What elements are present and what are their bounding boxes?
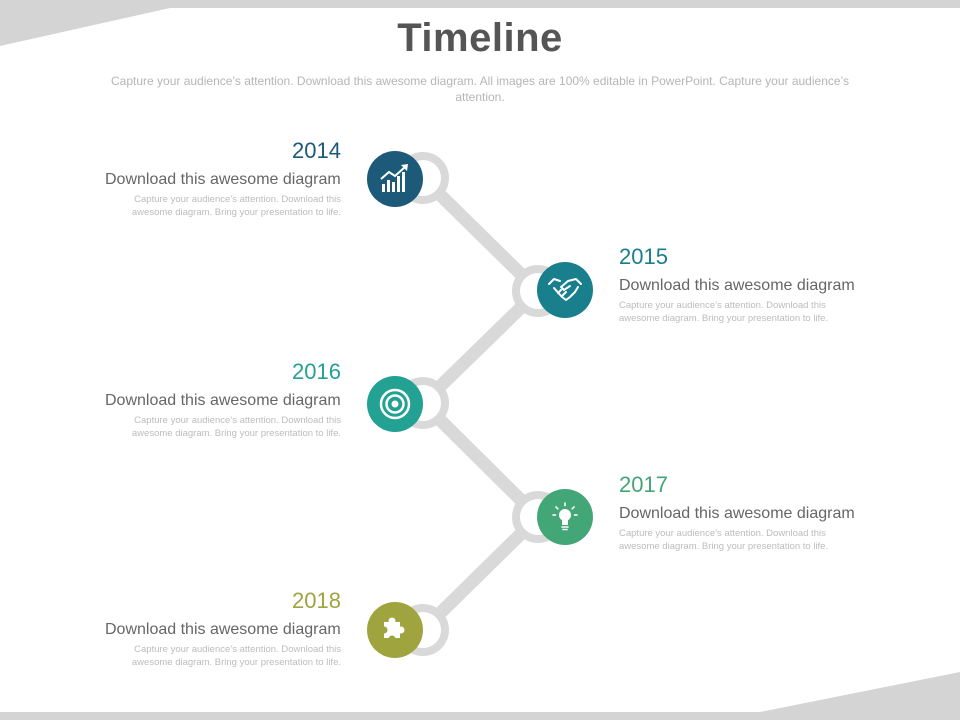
milestone-year: 2018	[292, 588, 341, 613]
milestone-year: 2015	[619, 244, 668, 269]
node-circle-2014	[367, 151, 423, 207]
milestone-body: Capture your audience’s attention. Downl…	[619, 300, 829, 324]
milestone-year: 2014	[292, 138, 341, 163]
node-2017	[537, 489, 593, 545]
milestone-heading: Download this awesome diagram	[105, 621, 341, 638]
top-band	[0, 0, 960, 46]
milestone-heading: Download this awesome diagram	[619, 277, 855, 294]
puzzle-icon	[380, 617, 405, 643]
node-2018	[367, 602, 423, 658]
target-icon	[379, 388, 411, 420]
milestone-year: 2016	[292, 359, 341, 384]
milestone-2017: 2017 Download this awesome diagram Captu…	[619, 472, 855, 553]
node-2016	[367, 376, 423, 432]
handshake-icon	[548, 278, 582, 301]
milestone-body: Capture your audience’s attention. Downl…	[131, 194, 341, 218]
page-subtitle: Capture your audience’s attention. Downl…	[111, 74, 849, 104]
milestone-heading: Download this awesome diagram	[105, 171, 341, 188]
milestone-2016: 2016 Download this awesome diagram Captu…	[105, 359, 341, 440]
milestone-body: Capture your audience’s attention. Downl…	[131, 644, 341, 668]
growth-chart-icon	[380, 164, 408, 192]
milestone-year: 2017	[619, 472, 668, 497]
milestone-heading: Download this awesome diagram	[105, 392, 341, 409]
node-2015	[537, 262, 593, 318]
lightbulb-icon	[552, 502, 578, 531]
page-title: Timeline	[397, 16, 563, 60]
milestone-body: Capture your audience’s attention. Downl…	[619, 528, 829, 552]
milestone-2018: 2018 Download this awesome diagram Captu…	[105, 588, 341, 669]
milestone-2014: 2014 Download this awesome diagram Captu…	[105, 138, 341, 219]
bottom-band	[0, 672, 960, 720]
milestone-2015: 2015 Download this awesome diagram Captu…	[619, 244, 855, 325]
milestone-body: Capture your audience’s attention. Downl…	[131, 415, 341, 439]
milestone-heading: Download this awesome diagram	[619, 505, 855, 522]
node-2014	[367, 151, 423, 207]
